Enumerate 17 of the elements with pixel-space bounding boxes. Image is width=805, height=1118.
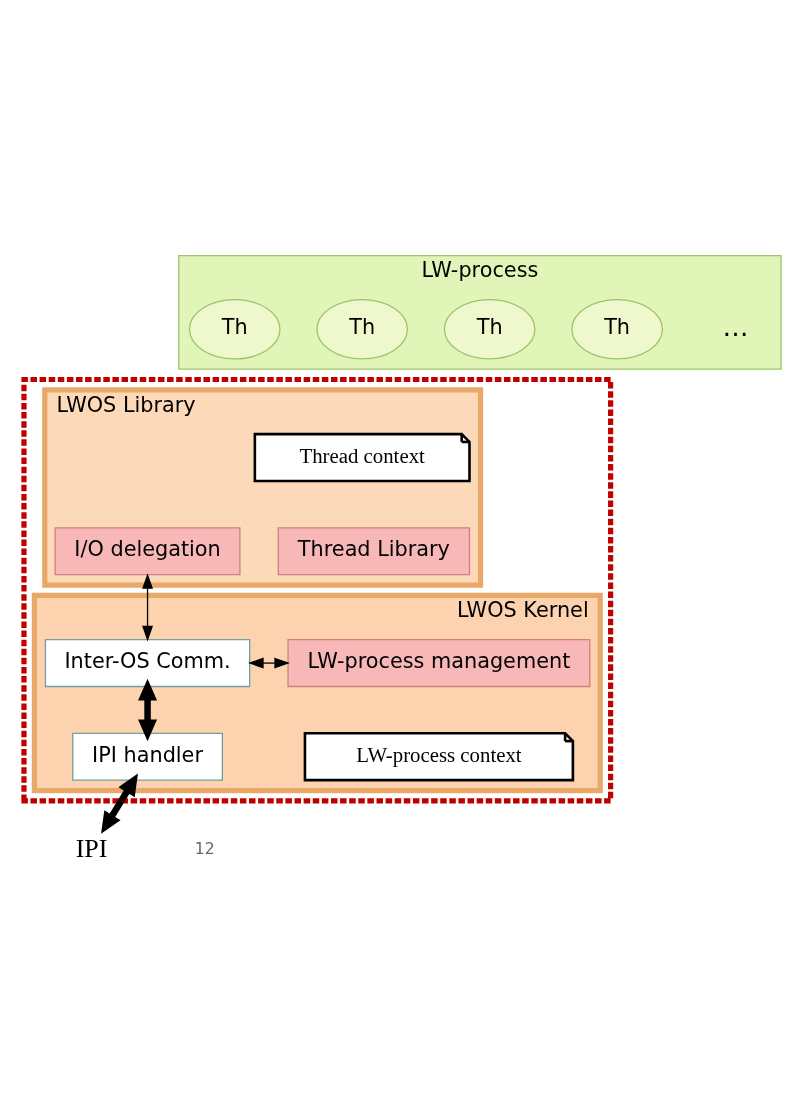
node-box: Thread Library bbox=[277, 526, 471, 575]
node-box: IPI handler bbox=[72, 732, 223, 781]
cluster bbox=[21, 376, 614, 804]
node-box: I/O delegation bbox=[54, 526, 241, 575]
label: … bbox=[722, 311, 749, 342]
node-ellipse: Th bbox=[571, 298, 664, 359]
node-text: IPI bbox=[75, 833, 108, 863]
arrow bbox=[142, 572, 153, 641]
arrow bbox=[138, 678, 158, 741]
arrow bbox=[248, 657, 290, 669]
node-box: LW-process management bbox=[287, 638, 591, 687]
arrow bbox=[101, 773, 138, 834]
node-box: Inter-OS Comm. bbox=[44, 638, 251, 687]
node-ellipse: Th bbox=[316, 298, 409, 359]
label: 12 bbox=[194, 839, 215, 858]
node-ellipse: Th bbox=[443, 298, 536, 359]
node-ellipse: Th bbox=[188, 298, 281, 359]
